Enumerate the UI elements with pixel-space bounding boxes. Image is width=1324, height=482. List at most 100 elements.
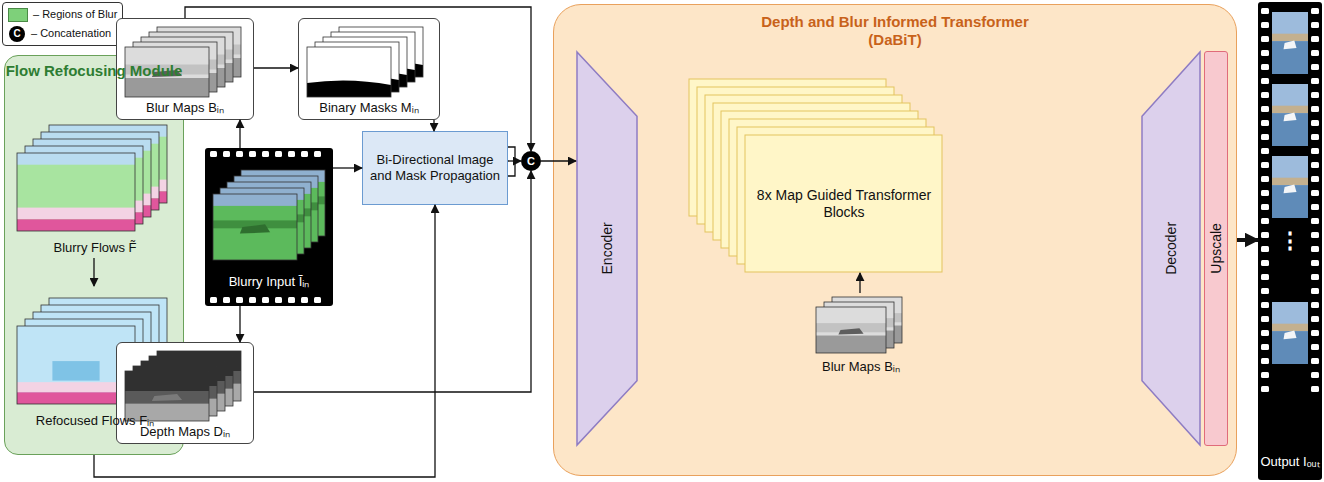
node-label: Blurry Input Ĩᵢₙ bbox=[229, 274, 310, 290]
picture-rect bbox=[17, 219, 135, 231]
picture-rect bbox=[1311, 106, 1319, 112]
picture-rect bbox=[1272, 41, 1308, 74]
picture-rect bbox=[1261, 302, 1269, 308]
picture-rect bbox=[1311, 162, 1319, 168]
node-label: Blurry Flows F̃ bbox=[53, 240, 136, 256]
picture-rect bbox=[1261, 120, 1269, 126]
picture-rect bbox=[213, 194, 297, 260]
picture-rect bbox=[249, 297, 256, 303]
picture-rect bbox=[301, 151, 308, 157]
transformer-stack-picture bbox=[689, 79, 943, 273]
picture-polygon bbox=[1284, 185, 1297, 194]
picture-polygon bbox=[1284, 41, 1297, 50]
picture-rect bbox=[125, 371, 209, 421]
picture-rect bbox=[1261, 204, 1269, 210]
picture-rect bbox=[1311, 288, 1319, 294]
picture-rect bbox=[816, 307, 886, 353]
transformer-stack: 8x Map Guided Transformer Blocks bbox=[689, 79, 943, 273]
picture-rect bbox=[236, 151, 243, 157]
node-label: Upscale bbox=[1208, 223, 1225, 274]
map-stack: Binary Masks Mᵢₙ bbox=[298, 18, 440, 120]
node-label: Refocused Flows Fᵢₙ bbox=[36, 413, 154, 429]
connector-arrow bbox=[185, 7, 531, 151]
picture-rect bbox=[1311, 316, 1319, 322]
legend-swatch bbox=[8, 8, 28, 22]
picture-rect bbox=[125, 65, 209, 75]
picture-rect bbox=[1311, 302, 1319, 308]
picture-rect bbox=[125, 404, 209, 422]
node-label: Binary Masks Mᵢₙ bbox=[319, 100, 419, 116]
picture-rect bbox=[1311, 190, 1319, 196]
picture-rect bbox=[1261, 50, 1269, 56]
picture-rect bbox=[1261, 64, 1269, 70]
picture-rect bbox=[1311, 232, 1319, 238]
picture-rect bbox=[288, 297, 295, 303]
node-label: Bi-Directional Image and Mask Propagatio… bbox=[367, 152, 503, 183]
picture-rect bbox=[223, 297, 230, 303]
picture-polygon bbox=[152, 70, 182, 77]
picture-rect bbox=[1261, 190, 1269, 196]
picture-rect bbox=[1311, 176, 1319, 182]
picture-rect bbox=[275, 151, 282, 157]
picture-polygon bbox=[1284, 331, 1297, 340]
picture-rect bbox=[1272, 156, 1308, 218]
picture-polygon bbox=[1284, 113, 1297, 122]
connector-arrow bbox=[859, 273, 860, 293]
picture-rect bbox=[1261, 260, 1269, 266]
picture-path bbox=[307, 80, 391, 97]
node-label: Blur Maps Bᵢₙ bbox=[822, 359, 900, 375]
picture-rect bbox=[1261, 288, 1269, 294]
picture-rect bbox=[1311, 50, 1319, 56]
picture-rect bbox=[314, 151, 321, 157]
picture-rect bbox=[1311, 120, 1319, 126]
picture-rect bbox=[1311, 372, 1319, 378]
picture-rect bbox=[1311, 36, 1319, 42]
picture-rect bbox=[1272, 84, 1308, 146]
picture-rect bbox=[125, 47, 209, 97]
picture-rect bbox=[1261, 330, 1269, 336]
flow-stack-picture bbox=[13, 113, 177, 258]
picture-polygon bbox=[838, 328, 863, 334]
picture-rect bbox=[125, 78, 209, 97]
map-stack: Blur Maps Bᵢₙ bbox=[806, 293, 916, 375]
connector-arrow bbox=[333, 167, 362, 168]
legend-row: – Regions of Blur bbox=[8, 5, 117, 24]
picture-rect bbox=[1261, 78, 1269, 84]
picture-rect bbox=[816, 336, 886, 353]
picture-rect bbox=[275, 297, 282, 303]
picture-rect bbox=[125, 47, 209, 97]
picture-rect bbox=[1311, 134, 1319, 140]
picture-rect bbox=[213, 194, 297, 206]
picture-rect bbox=[236, 297, 243, 303]
picture-rect bbox=[1272, 302, 1308, 364]
upscale-block: Upscale bbox=[1204, 51, 1228, 446]
encoder-block: Encoder bbox=[576, 51, 638, 446]
symbol-letter: C bbox=[13, 29, 20, 39]
picture-rect bbox=[1272, 34, 1308, 41]
process-box: Bi-Directional Image and Mask Propagatio… bbox=[362, 131, 508, 205]
picture-rect bbox=[1311, 8, 1319, 14]
picture-rect bbox=[307, 47, 391, 97]
picture-polygon bbox=[152, 394, 182, 401]
picture-rect bbox=[1311, 274, 1319, 280]
picture-rect bbox=[1311, 344, 1319, 350]
picture-rect bbox=[1311, 22, 1319, 28]
picture-rect bbox=[1311, 92, 1319, 98]
picture-rect bbox=[1261, 344, 1269, 350]
picture-rect bbox=[1261, 246, 1269, 252]
picture-rect bbox=[1272, 178, 1308, 185]
picture-rect bbox=[125, 371, 209, 421]
picture-rect bbox=[1311, 78, 1319, 84]
node-label: Blur Maps Bᵢₙ bbox=[146, 100, 224, 116]
picture-rect bbox=[1311, 246, 1319, 252]
picture-rect bbox=[1261, 92, 1269, 98]
picture-rect bbox=[1311, 218, 1319, 224]
picture-rect bbox=[1272, 12, 1308, 74]
model-panel: Depth and Blur Informed Transformer (DaB… bbox=[553, 4, 1237, 476]
connector-arrow bbox=[93, 258, 94, 286]
picture-rect bbox=[301, 297, 308, 303]
picture-rect bbox=[1311, 64, 1319, 70]
picture-rect bbox=[1261, 134, 1269, 140]
